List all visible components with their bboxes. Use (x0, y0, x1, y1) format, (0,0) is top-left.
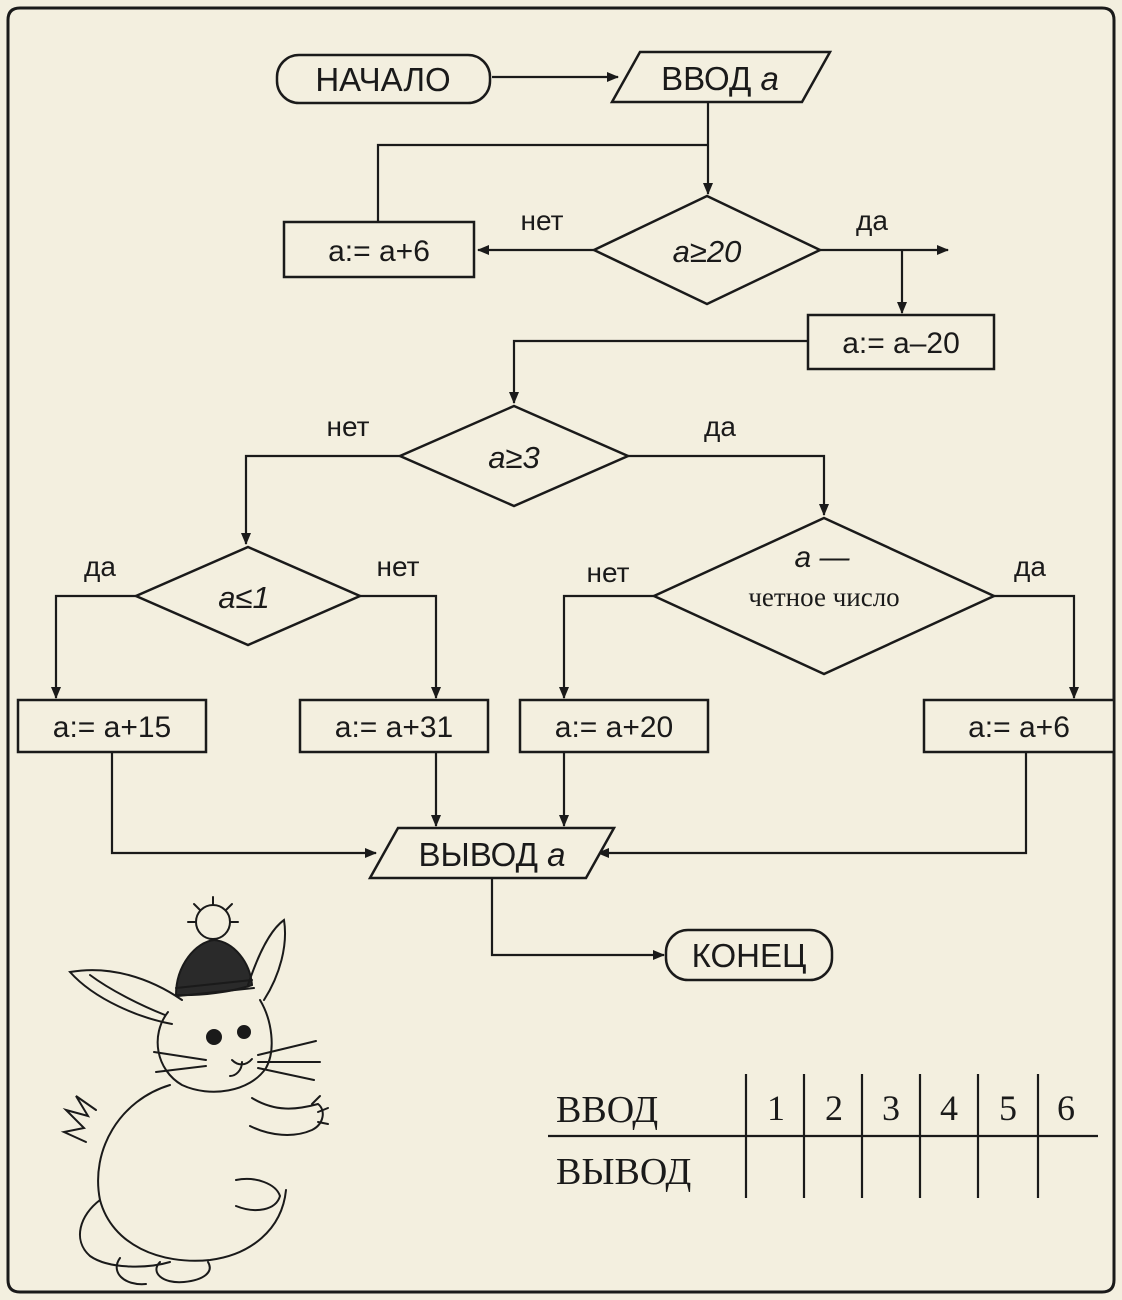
process-add20-label: a:= a+20 (555, 711, 673, 744)
bunny-with-hat-illustration (64, 897, 328, 1284)
input-label: ВВОД a (661, 60, 779, 97)
arrow-sub20-to-cond2 (514, 341, 808, 403)
decision-even-line1: a — (794, 541, 850, 574)
arrow-cond3-no (360, 596, 436, 698)
label-yes-4: да (1014, 551, 1046, 582)
label-yes-3: да (84, 551, 116, 582)
decision-even-line2: четное число (748, 582, 899, 612)
label-no-1: нет (521, 205, 564, 236)
arrow-cond3-yes (56, 596, 136, 698)
table-row-label-input: ВВОД (556, 1089, 658, 1131)
output-label: ВЫВОД a (419, 836, 566, 873)
label-no-3: нет (377, 551, 420, 582)
connectors (56, 77, 1074, 955)
table-row-label-output: ВЫВОД (556, 1151, 691, 1193)
end-label: КОНЕЦ (692, 937, 807, 974)
table-cell-input: 3 (882, 1088, 900, 1128)
table-cell-input: 4 (940, 1088, 958, 1128)
table-cell-input: 2 (825, 1088, 843, 1128)
table-cell-input: 5 (999, 1088, 1017, 1128)
process-add31-label: a:= a+31 (335, 711, 453, 744)
process-add6-right-label: a:= a+6 (968, 711, 1070, 744)
io-table: ВВОД ВЫВОД 1 2 3 4 5 6 (548, 1074, 1098, 1198)
decision-a-le-1-label: a≤1 (218, 580, 270, 615)
table-cell-input: 1 (767, 1088, 785, 1128)
arrow-cond2-yes (628, 456, 824, 515)
arrow-add15-to-output (112, 752, 376, 853)
process-add6-left-label: a:= a+6 (328, 235, 430, 268)
process-sub20-label: a:= a–20 (842, 327, 960, 360)
process-add15-label: a:= a+15 (53, 711, 171, 744)
arrow-add6-to-output (598, 752, 1026, 853)
decision-a-ge-3-label: a≥3 (488, 440, 540, 475)
label-no-4: нет (587, 557, 630, 588)
decision-a-ge-20-label: a≥20 (673, 234, 742, 269)
arrow-output-to-end (492, 878, 664, 955)
table-cell-input: 6 (1057, 1088, 1075, 1128)
label-yes-1: да (856, 205, 888, 236)
arrow-cond4-no (564, 596, 654, 698)
label-yes-2: да (704, 411, 736, 442)
arrow-cond2-no (246, 456, 400, 544)
label-no-2: нет (327, 411, 370, 442)
arrow-cond4-yes (994, 596, 1074, 698)
start-label: НАЧАЛО (315, 61, 450, 98)
